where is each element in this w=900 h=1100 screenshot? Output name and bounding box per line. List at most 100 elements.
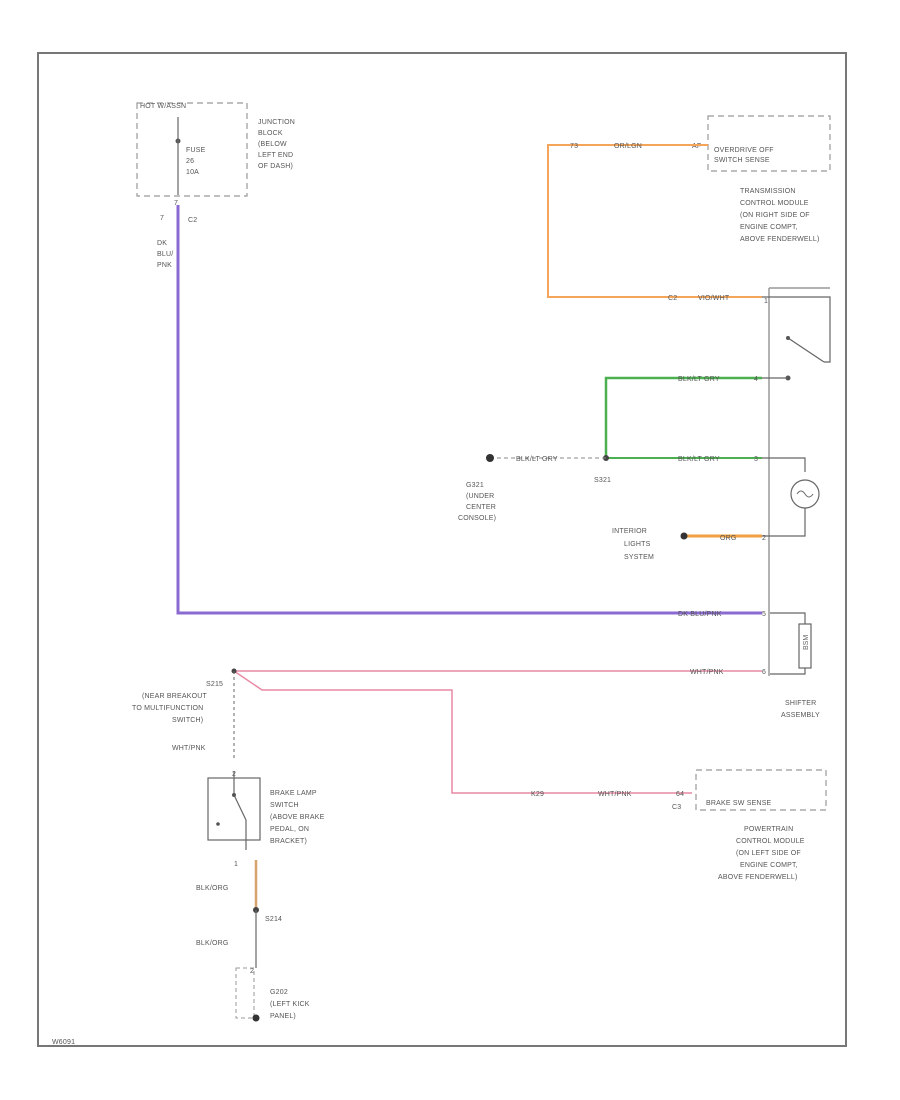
- hot-label: HOT W/ASSN: [140, 103, 186, 110]
- lamp-lead-bottom: [762, 508, 806, 537]
- brake-wire-2: BLK/ORG: [196, 940, 229, 947]
- ground-g202-label-3: PANEL): [270, 1013, 296, 1020]
- brake-switch-label-2: SWITCH: [270, 802, 299, 809]
- brake-switch-label-5: BRACKET): [270, 838, 307, 845]
- lamp-filament: [796, 490, 814, 498]
- fuse-wire-3: PNK: [157, 262, 172, 269]
- brake-switch-label-3: (ABOVE BRAKE: [270, 814, 325, 821]
- ground-label-1: G321: [466, 482, 484, 489]
- wire-or-lgn: [547, 144, 762, 298]
- s215-note-1: (NEAR BREAKOUT: [142, 693, 208, 700]
- interior-lights-node: [680, 532, 688, 540]
- brake-ground-pin: 2: [250, 968, 254, 975]
- pcm-location-3: (ON LEFT SIDE OF: [736, 850, 801, 857]
- ground-g202-label-2: (LEFT KICK: [270, 1001, 310, 1008]
- tcm-pin-top: AF: [692, 143, 701, 150]
- fuse-name: FUSE: [186, 147, 206, 154]
- fuse-rating: 10A: [186, 169, 199, 176]
- brake-switch-pivot: [232, 793, 236, 797]
- interior-lights-1: INTERIOR: [612, 528, 647, 535]
- ground-label-2: (UNDER: [466, 493, 494, 500]
- shifter-pin-5: 5: [762, 611, 766, 618]
- ground-g202: [252, 1014, 260, 1022]
- fuse-wire-2: BLU/: [157, 251, 173, 258]
- lamp-lead-top: [762, 457, 806, 472]
- pcm-pin: 64: [676, 791, 684, 798]
- pcm-input: BRAKE SW SENSE: [706, 800, 772, 807]
- shifter-pin-6: 6: [762, 669, 766, 676]
- shifter-label-1: SHIFTER: [785, 700, 816, 707]
- pcm-wire-code: K29: [531, 791, 544, 798]
- shifter-switch-pivot: [786, 336, 790, 340]
- fuse-location-2: BLOCK: [258, 130, 283, 137]
- bsm-lead-top: [770, 612, 806, 624]
- brake-switch-label-1: BRAKE LAMP: [270, 790, 317, 797]
- s215-note-2: TO MULTIFUNCTION: [132, 705, 203, 712]
- pcm-box: [695, 769, 827, 811]
- interior-lights-2: LIGHTS: [624, 541, 651, 548]
- pcm-location-4: ENGINE COMPT,: [740, 862, 798, 869]
- pcm-location-5: ABOVE FENDERWELL): [718, 874, 798, 881]
- fuse-location-1: JUNCTION: [258, 119, 295, 126]
- fuse-box: [136, 102, 248, 197]
- brake-pin-bottom: 1: [234, 861, 238, 868]
- tcm-box: [707, 115, 831, 172]
- pcm-connector: C3: [672, 804, 681, 811]
- shifter-switch-wire: [762, 296, 831, 363]
- wire-blk-lt-gry-1: [604, 376, 762, 458]
- shifter-label-2: ASSEMBLY: [781, 712, 820, 719]
- brake-splice-2: S214: [265, 916, 282, 923]
- tcm-wire-top: OR/LGN: [614, 143, 642, 150]
- footer-code: W6091: [52, 1039, 75, 1046]
- interior-lights-3: SYSTEM: [624, 554, 654, 561]
- pcm-wire: WHT/PNK: [598, 791, 632, 798]
- bsm-label: BSM: [803, 635, 810, 650]
- shifter-switch-blade: [787, 337, 825, 363]
- tcm-switch-sense-2: SWITCH SENSE: [714, 157, 770, 164]
- ground-g321: [486, 454, 494, 462]
- shifter-pin-2: 2: [762, 535, 766, 542]
- ground-label-4: CONSOLE): [458, 515, 496, 522]
- fuse-pin: 7: [174, 200, 178, 207]
- pcm-location-2: CONTROL MODULE: [736, 838, 805, 845]
- pcm-location-1: POWERTRAIN: [744, 826, 793, 833]
- diagram-frame: [37, 52, 847, 1047]
- shifter-wire-1: BLK/LT GRY: [678, 376, 720, 383]
- tcm-location-4: ENGINE COMPT,: [740, 224, 798, 231]
- wire-wht-pnk-2: [233, 670, 692, 794]
- fuse-location-3: (BELOW: [258, 141, 287, 148]
- fuse-connector: C2: [188, 217, 197, 224]
- brake-switch-blade: [233, 794, 247, 821]
- brake-wire-top: WHT/PNK: [172, 745, 206, 752]
- splice-label: S321: [594, 477, 611, 484]
- wire-dk-blu-pnk: [176, 205, 762, 615]
- tcm-location-5: ABOVE FENDERWELL): [740, 236, 820, 243]
- ground-label-3: CENTER: [466, 504, 496, 511]
- fuse-location-4: LEFT END: [258, 152, 293, 159]
- tcm-pin-bottom: 1: [764, 298, 768, 305]
- brake-switch-label-4: PEDAL, ON: [270, 826, 309, 833]
- shifter-wire-org: ORG: [720, 535, 737, 542]
- shifter-wire-2: BLK/LT GRY: [678, 456, 720, 463]
- tcm-wire-bottom: VIO/WHT: [698, 295, 730, 302]
- fuse-wire-1: DK: [157, 240, 167, 247]
- ground-g202-label-1: G202: [270, 989, 288, 996]
- tcm-location-2: CONTROL MODULE: [740, 200, 809, 207]
- tcm-location-3: (ON RIGHT SIDE OF: [740, 212, 810, 219]
- bsm-lead-bottom: [770, 668, 806, 675]
- brake-wire-1: BLK/ORG: [196, 885, 229, 892]
- splice-wire: BLK/LT GRY: [516, 456, 558, 463]
- tcm-switch-sense-1: OVERDRIVE OFF: [714, 147, 774, 154]
- tcm-location-1: TRANSMISSION: [740, 188, 796, 195]
- fuse-number: 26: [186, 158, 194, 165]
- shifter-pin-4: 4: [754, 376, 758, 383]
- shifter-wire-wht-pnk: WHT/PNK: [690, 669, 724, 676]
- fuse-location-5: OF DASH): [258, 163, 293, 170]
- ground-g202-box: [235, 967, 255, 1019]
- fuse-pin-label: 7: [160, 215, 164, 222]
- tcm-connector-bottom: C2: [668, 295, 677, 302]
- brake-switch-contact: [216, 822, 220, 826]
- shifter-pin-3: 3: [754, 456, 758, 463]
- s215-label: S215: [206, 681, 223, 688]
